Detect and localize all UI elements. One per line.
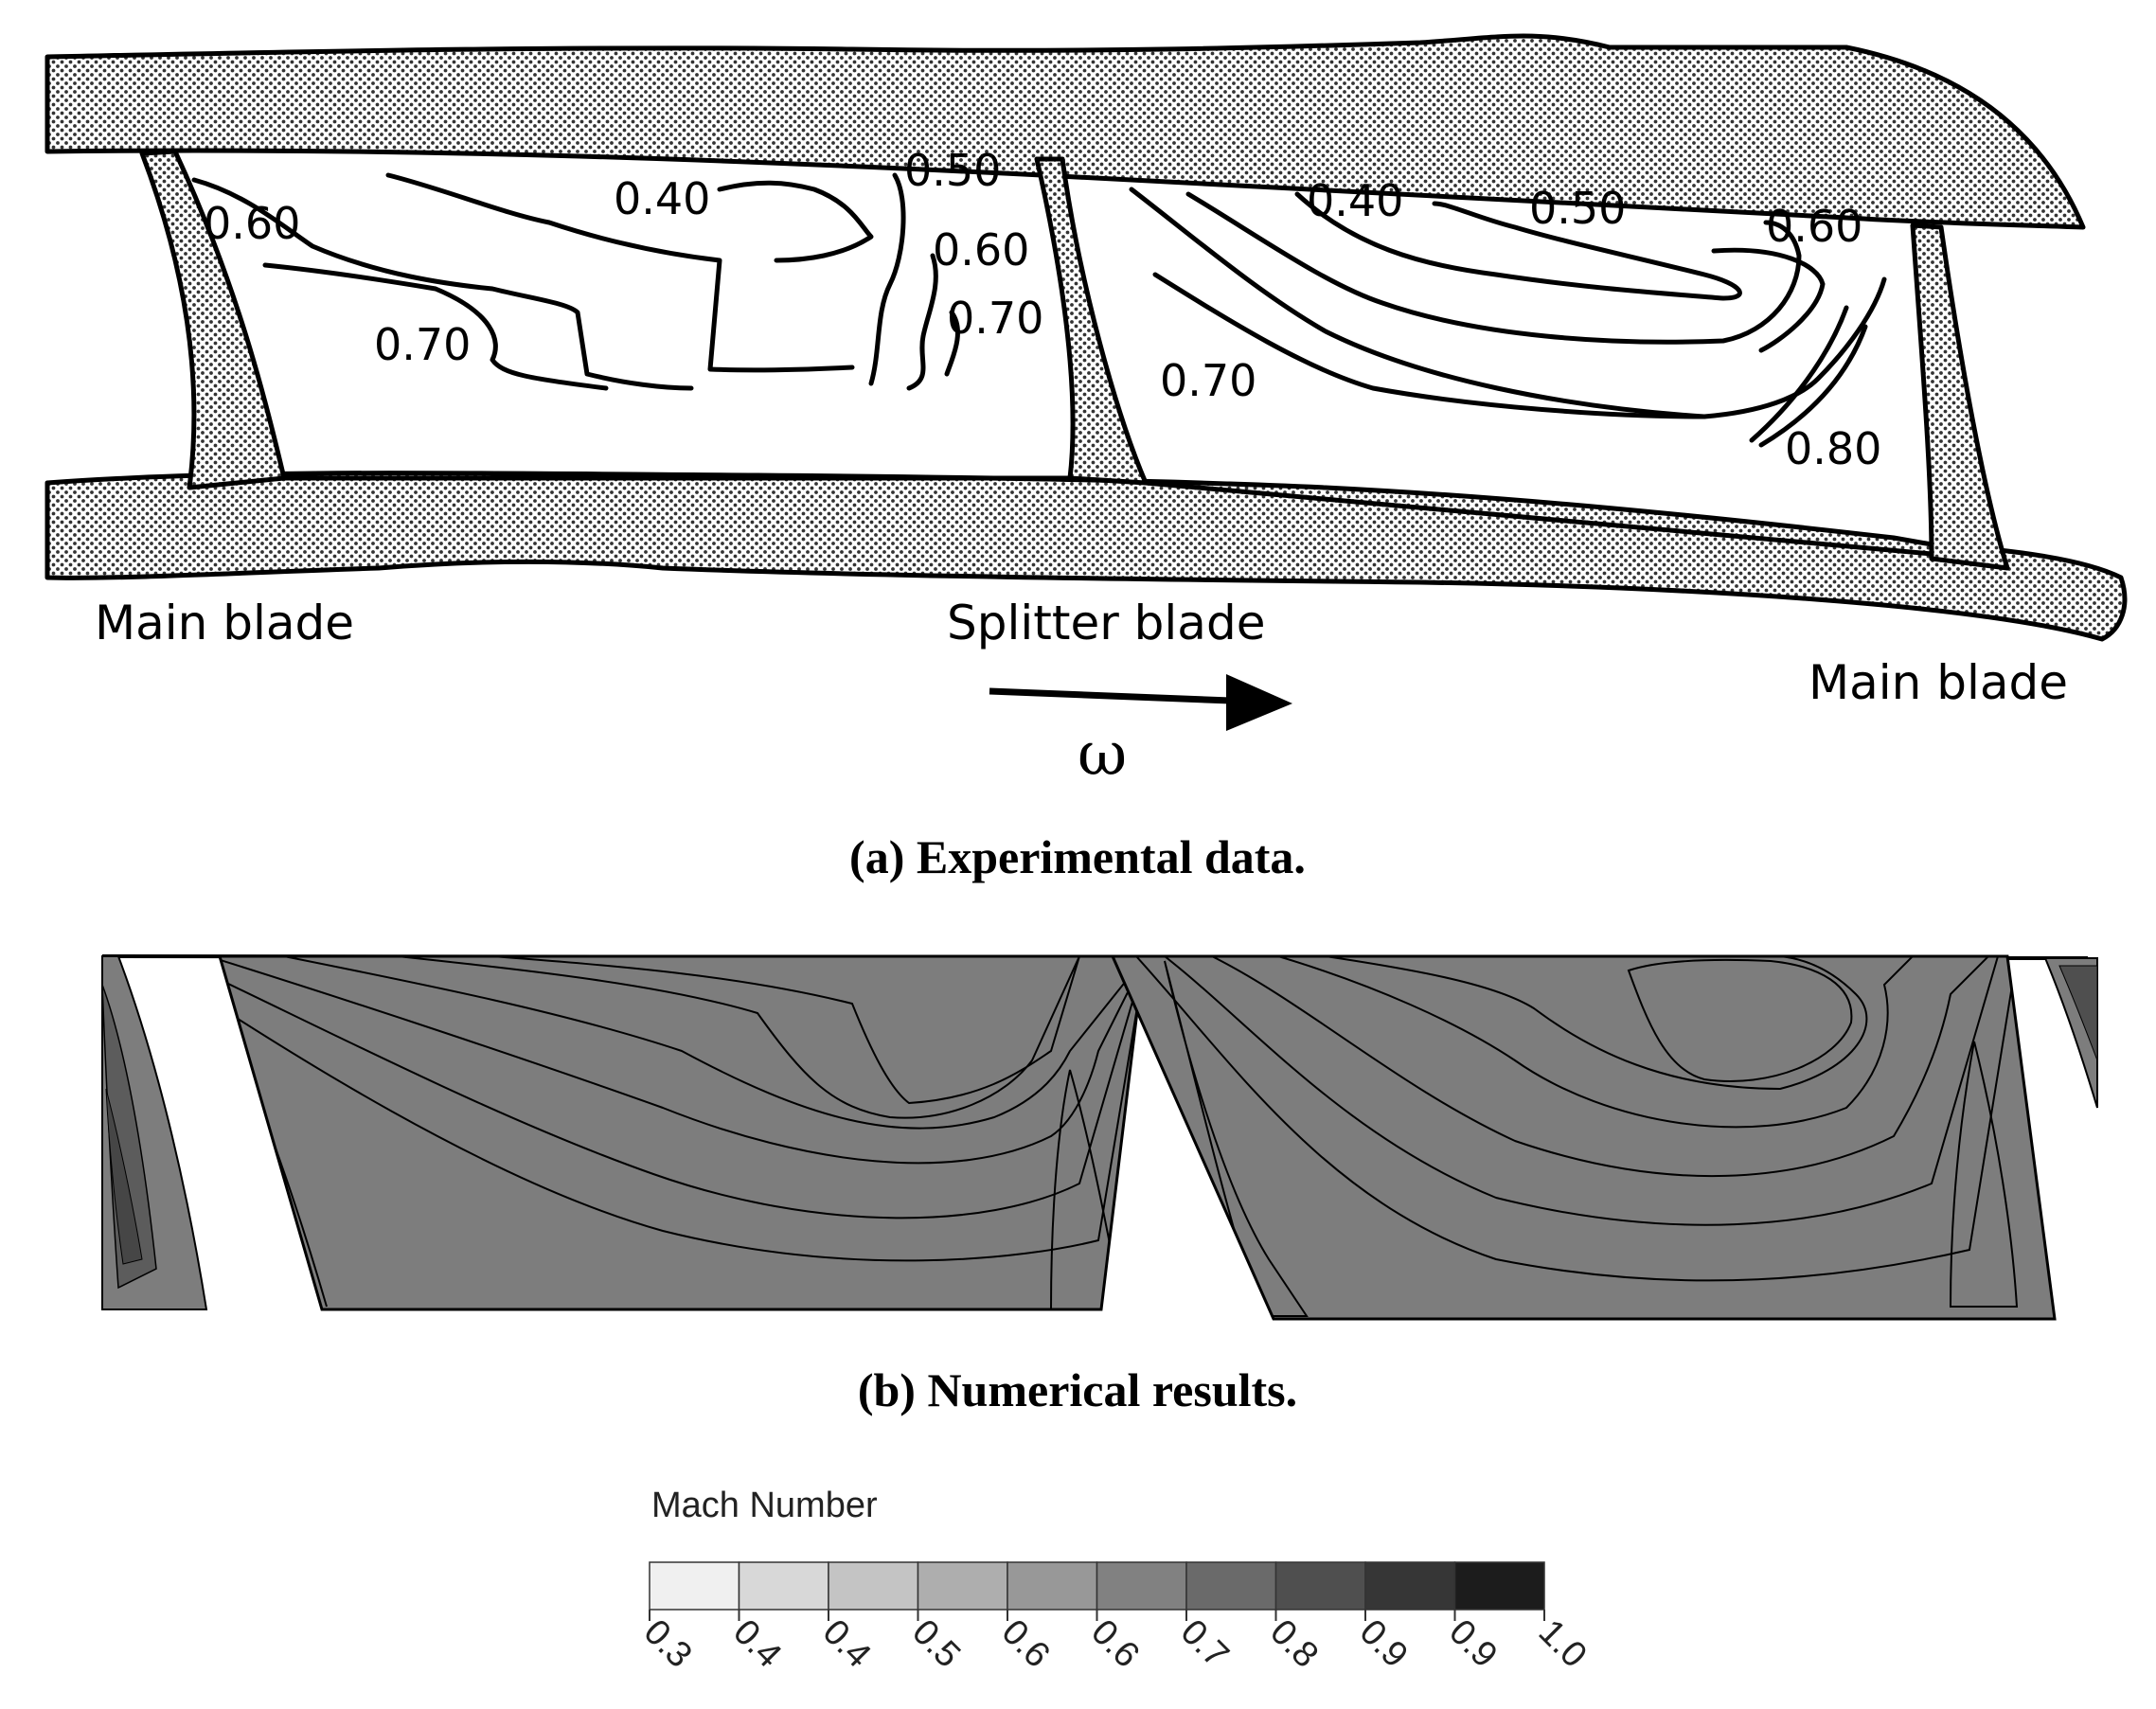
colorbar-tick-label: 0.9 xyxy=(1352,1612,1416,1676)
colorbar-swatch xyxy=(1453,1561,1545,1611)
rotation-symbol: ω xyxy=(1078,720,1127,790)
passage-left xyxy=(220,956,1144,1309)
colorbar-swatch xyxy=(649,1561,740,1611)
colorbar-tick-label: 0.5 xyxy=(904,1612,968,1676)
colorbar-tick-label: 0.6 xyxy=(1083,1612,1147,1676)
caption-b: (b) Numerical results. xyxy=(858,1363,1297,1416)
colorbar-swatch xyxy=(1096,1561,1187,1611)
colorbar-tick-label: 0.4 xyxy=(725,1612,789,1676)
splitter-blade xyxy=(1034,156,1149,486)
colorbar-swatch xyxy=(917,1561,1008,1611)
colorbar-tick-label: 1.0 xyxy=(1531,1612,1595,1676)
caption-a: (a) Experimental data. xyxy=(849,830,1306,883)
contour-label: 0.70 xyxy=(947,293,1043,344)
contour-label: 0.60 xyxy=(1766,201,1862,252)
colorbar-title: Mach Number xyxy=(651,1486,878,1525)
colorbar-swatches xyxy=(649,1561,1545,1611)
isolines-left xyxy=(191,172,960,391)
contour-label: 0.50 xyxy=(1529,183,1626,234)
panel-b-numerical: (b) Numerical results. xyxy=(101,954,2098,1416)
contour-label: 0.70 xyxy=(374,319,471,370)
contour-label: 0.40 xyxy=(1307,175,1403,226)
contour-label: 0.80 xyxy=(1785,423,1881,474)
contour-label: 0.60 xyxy=(933,224,1029,276)
contour-label: 0.40 xyxy=(614,173,710,224)
label-main-blade-right: Main blade xyxy=(1809,655,2068,710)
colorbar-tick-label: 0.9 xyxy=(1441,1612,1505,1676)
colorbar-tick-label: 0.6 xyxy=(994,1612,1058,1676)
panel-a-experimental: 0.60 0.40 0.50 0.60 0.70 0.70 0.40 0.50 … xyxy=(45,33,2128,883)
shroud-wall xyxy=(45,33,2086,230)
colorbar-tick-label: 0.4 xyxy=(815,1612,879,1676)
passage-right xyxy=(1113,956,2055,1319)
colorbar-swatch xyxy=(1007,1561,1098,1611)
contour-label: 0.70 xyxy=(1160,355,1256,406)
colorbar-swatch xyxy=(1274,1561,1366,1611)
contour-label: 0.60 xyxy=(204,198,300,249)
colorbar-swatch xyxy=(738,1561,829,1611)
main-blade-right xyxy=(1910,223,2010,571)
label-splitter-blade: Splitter blade xyxy=(947,596,1265,650)
colorbar-swatch xyxy=(1364,1561,1456,1611)
rotation-arrow-icon xyxy=(989,674,1292,731)
colorbar-swatch xyxy=(1185,1561,1277,1611)
colorbar-swatch xyxy=(828,1561,919,1611)
colorbar-tick-label: 0.3 xyxy=(636,1612,700,1676)
contour-label: 0.50 xyxy=(904,145,1001,196)
label-main-blade-left: Main blade xyxy=(95,596,354,650)
colorbar-ticks: 0.3 0.4 0.4 0.5 0.6 0.6 0.7 0.8 0.9 0.9 1.0 xyxy=(636,1610,1595,1676)
colorbar-tick-label: 0.8 xyxy=(1262,1612,1326,1676)
isolines-right xyxy=(1129,187,1887,448)
colorbar-tick-label: 0.7 xyxy=(1173,1612,1237,1676)
